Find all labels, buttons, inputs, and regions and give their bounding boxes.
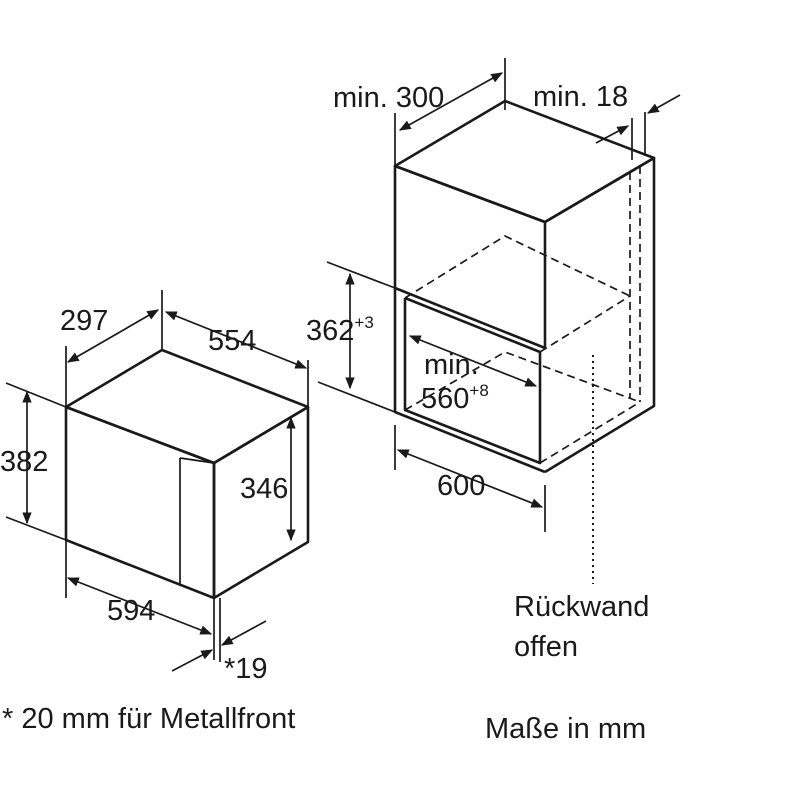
- dim-niche-width: [408, 335, 538, 387]
- cabinet-front-face: [393, 164, 547, 350]
- label-niche-width: 560+8: [421, 381, 489, 415]
- label-rear-wall-line2: offen: [514, 631, 578, 663]
- footnote: * 20 mm für Metallfront: [2, 703, 295, 735]
- label-niche-width-prefix: min.: [424, 349, 479, 381]
- label-front-width: 594: [107, 595, 155, 627]
- dim-front-width: [65, 540, 215, 660]
- label-height: 382: [0, 446, 48, 478]
- label-cabinet-width: 600: [437, 470, 485, 502]
- label-depth: 297: [60, 305, 108, 337]
- appliance-side-face: [212, 405, 310, 600]
- appliance-frame-line-top: [179, 457, 215, 464]
- cabinet-side-panel: [544, 156, 656, 474]
- dim-niche-height: [317, 261, 396, 413]
- dim-side-thickness: [595, 94, 681, 160]
- dim-depth: [65, 290, 163, 407]
- appliance-front-face: [64, 405, 216, 600]
- label-rear-wall-line1: Rückwand: [514, 591, 649, 623]
- hidden-edge-6: [404, 351, 641, 411]
- label-opening-height: 346: [240, 473, 288, 505]
- cabinet-drawing: [393, 99, 656, 584]
- dim-cabinet-depth: [394, 58, 506, 166]
- hidden-edge-4: [539, 401, 641, 464]
- label-width-top: 554: [208, 325, 256, 357]
- label-cabinet-depth: min. 300: [333, 82, 444, 114]
- units-note: Maße in mm: [485, 713, 646, 745]
- label-side-thickness: min. 18: [533, 81, 628, 113]
- cabinet-top-face: [393, 99, 656, 224]
- hidden-edge-5: [404, 235, 631, 299]
- hidden-edge-3: [539, 295, 631, 353]
- label-niche-height: 362+3: [306, 313, 374, 347]
- dim-width-top: [164, 311, 309, 407]
- dim-height: [5, 382, 67, 541]
- label-panel-thickness: *19: [224, 653, 268, 685]
- dim-cabinet-width: [394, 425, 546, 532]
- appliance-top-face: [64, 348, 310, 465]
- dim-panel-thickness: [171, 598, 267, 672]
